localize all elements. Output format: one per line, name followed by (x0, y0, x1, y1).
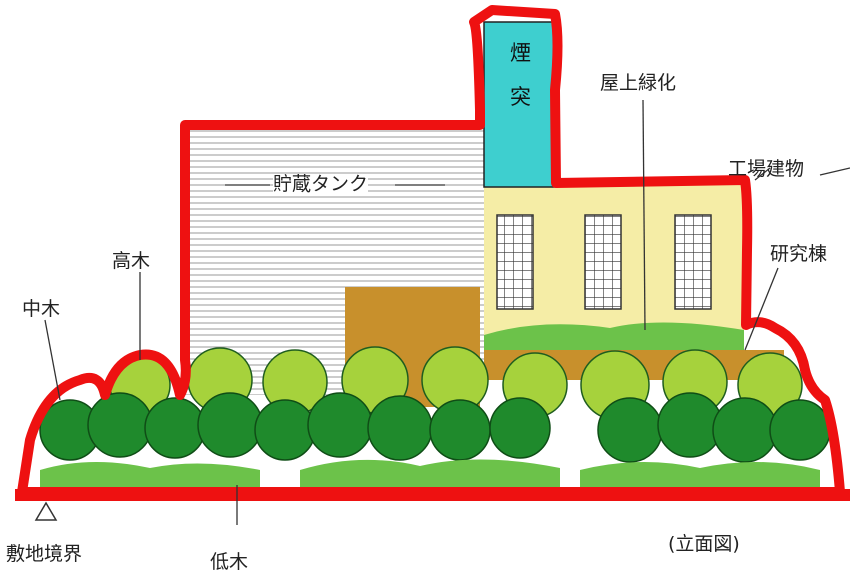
medium-tree-row (39, 392, 831, 463)
site-boundary-label: 敷地境界 (6, 543, 83, 565)
low-tree-row (40, 459, 820, 492)
chimney-label-bottom: 突 (510, 85, 531, 109)
factory-building-label: 工場建物 (728, 158, 805, 180)
site-boundary-marker (34, 501, 58, 521)
red-outline (17, 5, 845, 497)
research-building-label: 研究棟 (770, 243, 828, 265)
low-tree-label: 低木 (210, 551, 249, 573)
research-building (484, 185, 784, 380)
roof-greening-label: 屋上緑化 (600, 72, 677, 94)
tall-tree-label: 高木 (112, 250, 151, 272)
window-left (496, 214, 534, 310)
window-right (674, 214, 712, 310)
chimney (483, 21, 558, 188)
roof-greening-patch (484, 322, 744, 352)
chimney-label-top: 煙 (510, 41, 531, 65)
window-middle (584, 214, 622, 310)
leader-lines (44, 99, 850, 525)
elevation-view-label: (立面図) (668, 533, 740, 555)
storage-tank-label: 貯蔵タンク (273, 173, 369, 195)
medium-tree-label: 中木 (22, 298, 61, 320)
